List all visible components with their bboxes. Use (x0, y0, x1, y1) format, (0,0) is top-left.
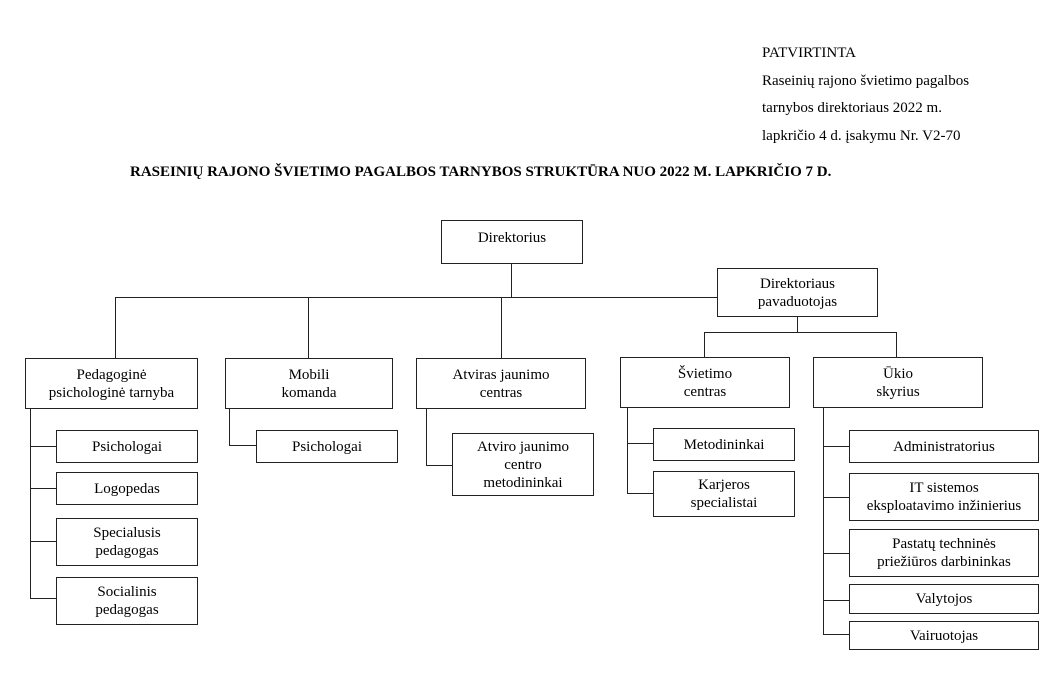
staff-box: IT sistemos eksploatavimo inžinierius (849, 473, 1039, 521)
connector (30, 541, 57, 543)
connector (229, 408, 231, 446)
connector (823, 600, 850, 602)
staff-box: Specialusis pedagogas (56, 518, 198, 566)
connector (823, 497, 850, 499)
staff-box: Karjeros specialistai (653, 471, 795, 517)
connector (30, 488, 57, 490)
approval-line: PATVIRTINTA (762, 45, 857, 61)
connector (823, 446, 850, 448)
approval-line: lapkričio 4 d. įsakymu Nr. V2-70 (762, 127, 961, 144)
connector (30, 598, 57, 600)
connector (823, 408, 825, 634)
staff-box: Psichologai (256, 430, 398, 463)
connector (115, 297, 718, 299)
approval-block: PATVIRTINTA Raseinių rajono švietimo pag… (762, 40, 969, 150)
connector (115, 297, 117, 358)
connector (627, 408, 629, 494)
approval-line: tarnybos direktoriaus 2022 m. (762, 100, 942, 116)
deputy-box: Direktoriaus pavaduotojas (717, 268, 878, 317)
unit-box-pedagogical-psychological-service: Pedagoginė psichologinė tarnyba (25, 358, 198, 409)
director-box: Direktorius (441, 220, 583, 264)
staff-box: Atviro jaunimo centro metodininkai (452, 433, 594, 496)
document-title: RASEINIŲ RAJONO ŠVIETIMO PAGALBOS TARNYB… (130, 164, 832, 180)
connector (511, 263, 513, 298)
staff-box: Logopedas (56, 472, 198, 505)
connector (704, 332, 706, 357)
connector (823, 634, 850, 636)
staff-box: Metodininkai (653, 428, 795, 461)
connector (823, 553, 850, 555)
connector (426, 465, 453, 467)
unit-box-open-youth-center: Atviras jaunimo centras (416, 358, 586, 409)
staff-box: Administratorius (849, 430, 1039, 463)
connector (30, 446, 57, 448)
unit-box-maintenance-department: Ūkio skyrius (813, 357, 983, 408)
connector (501, 297, 503, 358)
unit-box-education-center: Švietimo centras (620, 357, 790, 408)
connector (627, 443, 654, 445)
connector (308, 297, 310, 358)
connector (704, 332, 897, 334)
approval-line: Raseinių rajono švietimo pagalbos (762, 72, 970, 89)
connector (229, 445, 257, 447)
staff-box: Socialinis pedagogas (56, 577, 198, 625)
staff-box: Pastatų techninės priežiūros darbininkas (849, 529, 1039, 577)
unit-box-mobile-team: Mobili komanda (225, 358, 393, 409)
staff-box: Psichologai (56, 430, 198, 463)
connector (627, 493, 654, 495)
staff-box: Valytojos (849, 584, 1039, 614)
connector (797, 316, 799, 333)
connector (30, 408, 32, 598)
connector (896, 332, 898, 357)
staff-box: Vairuotojas (849, 621, 1039, 650)
connector (426, 408, 428, 466)
